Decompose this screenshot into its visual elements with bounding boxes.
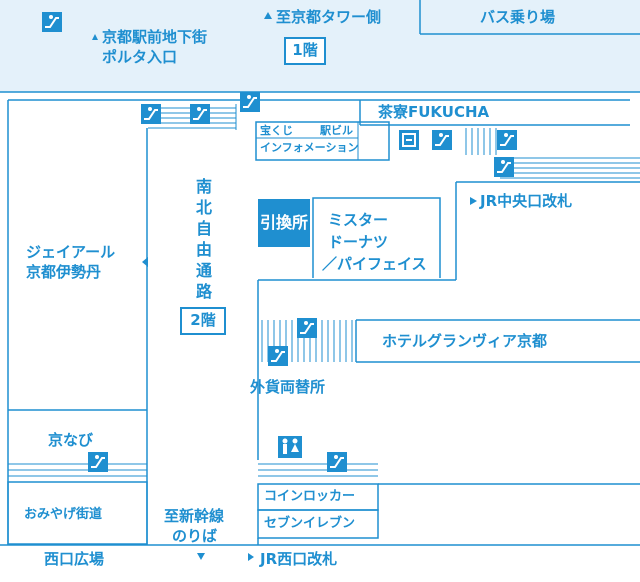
to-kyoto-tower-label: 至京都タワー側 — [276, 8, 382, 26]
atm-icon — [399, 130, 419, 150]
isetan-label-2: 京都伊勢丹 — [26, 263, 102, 281]
escalator-icon — [240, 92, 260, 112]
escalator-icon — [268, 346, 288, 366]
currency-exchange-label: 外貨両替所 — [250, 378, 326, 396]
pie-face-label: ／パイフェイス — [322, 255, 427, 273]
fukucha-label: 茶寮FUKUCHA — [378, 103, 490, 121]
escalator-icon — [42, 12, 62, 32]
isetan-label: ジェイアール — [26, 243, 116, 261]
jr-west-gate-label: JR西口改札 — [260, 550, 338, 568]
hotel-granvia-label: ホテルグランヴィア京都 — [382, 332, 548, 350]
kyonavi-label: 京なび — [48, 431, 94, 449]
escalator-icon — [432, 130, 452, 150]
to-shinkansen-label: 至新幹線 — [164, 507, 225, 525]
floor-1-badge: 1階 — [284, 37, 326, 65]
information-label: インフォメーション — [260, 141, 359, 154]
porta-entrance-label-2: ポルタ入口 — [102, 48, 178, 66]
escalator-icon — [497, 130, 517, 150]
north-south-corridor-label: 南北自由通路 — [195, 177, 212, 301]
porta-entrance-label: 京都駅前地下街 — [102, 28, 208, 46]
escalator-icon — [297, 318, 317, 338]
omiyage-kaido-label: おみやげ街道 — [24, 507, 103, 522]
station-building-label: 駅ビル — [320, 124, 353, 137]
takarakuji-label: 宝くじ — [260, 124, 293, 137]
floor-2-badge: 2階 — [180, 307, 226, 335]
bus-stop-label: バス乗り場 — [480, 8, 556, 26]
escalator-icon — [88, 452, 108, 472]
mister-donut-label-2: ドーナツ — [328, 233, 389, 251]
mister-donut-label: ミスター — [328, 211, 389, 229]
triangle-arrow-icon — [92, 12, 477, 561]
escalator-icon — [327, 452, 347, 472]
coin-locker-label: コインロッカー — [264, 489, 356, 504]
escalator-icon — [190, 104, 210, 124]
west-plaza-label: 西口広場 — [44, 550, 105, 568]
jr-central-gate-label: JR中央口改札 — [480, 192, 573, 210]
escalator-icon — [494, 157, 514, 177]
restroom-icon — [278, 436, 302, 458]
exchange-counter: 引換所 — [258, 199, 310, 247]
escalator-icon — [141, 104, 161, 124]
shinkansen-platform-label: のりば — [172, 527, 218, 545]
seven-eleven-label: セブンイレブン — [264, 516, 356, 531]
